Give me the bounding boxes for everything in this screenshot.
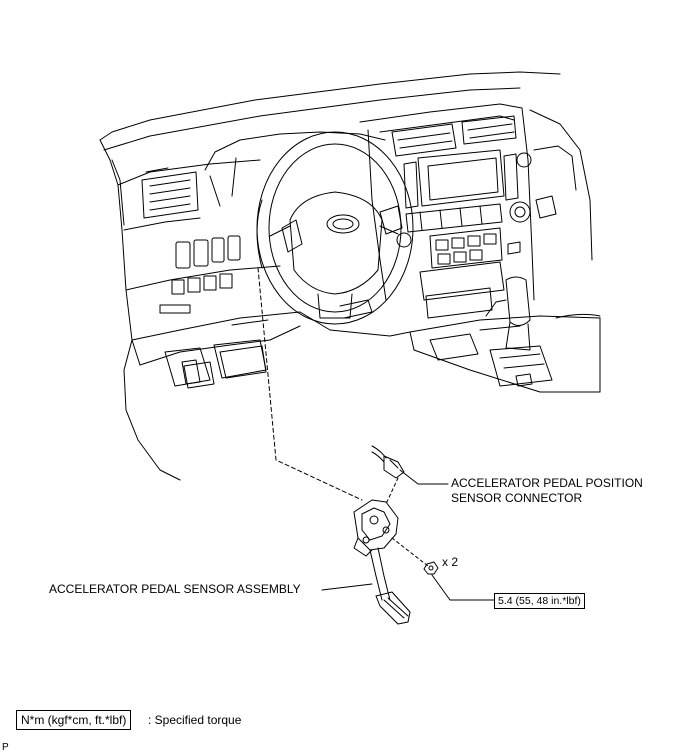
connector-label-line1: ACCELERATOR PEDAL POSITION bbox=[451, 476, 643, 490]
connector-label-line2: SENSOR CONNECTOR bbox=[451, 491, 583, 505]
legend-unit-box: N*m (kgf*cm, ft.*lbf) bbox=[16, 710, 132, 730]
pedals-drawing bbox=[183, 345, 267, 389]
sensor-connector-drawing bbox=[371, 445, 405, 479]
torque-spec-box: 5.4 (55, 48 in.*lbf) bbox=[494, 593, 585, 609]
location-dashed-leader bbox=[257, 267, 363, 501]
connector-callout-line bbox=[399, 469, 449, 485]
corner-mark: P bbox=[2, 742, 9, 753]
pedal-assembly-drawing bbox=[353, 499, 411, 625]
assembly-callout-line bbox=[321, 583, 373, 591]
bolt-dashed-line bbox=[391, 537, 429, 567]
legend-description: : Specified torque bbox=[148, 713, 242, 727]
dashboard-drawing bbox=[99, 71, 601, 481]
steering-wheel-drawing bbox=[256, 131, 414, 325]
torque-callout-line bbox=[431, 574, 495, 601]
bolt-drawing bbox=[423, 561, 439, 575]
assembly-label: ACCELERATOR PEDAL SENSOR ASSEMBLY bbox=[49, 582, 301, 596]
connector-dashed-line bbox=[385, 477, 399, 505]
bolt-count-label: x 2 bbox=[442, 555, 459, 569]
